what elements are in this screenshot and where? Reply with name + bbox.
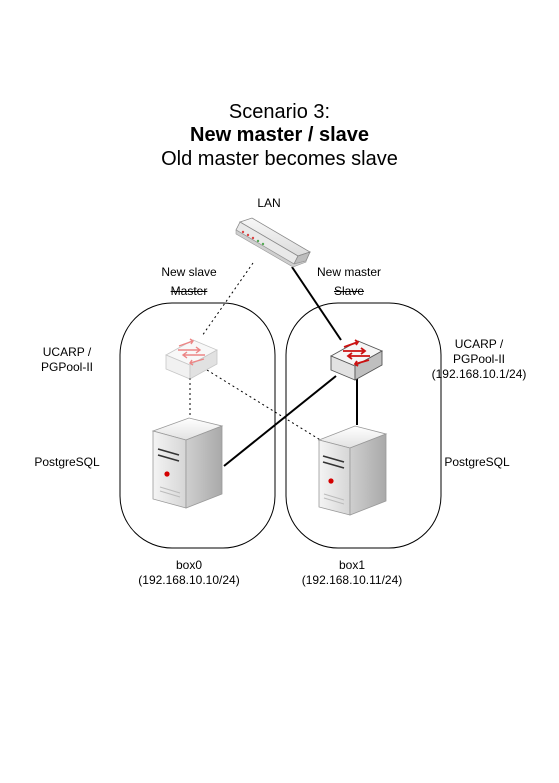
connections <box>189 262 358 467</box>
box0-old-role: Master <box>170 284 208 298</box>
box0-server-icon <box>151 417 224 509</box>
box1-enclosure <box>285 302 442 549</box>
lan-label: LAN <box>257 196 281 210</box>
connection-box1-switch-box0-server <box>223 375 337 467</box>
left-ucarp-line1: UCARP / <box>42 345 92 359</box>
box1-old-role: Slave <box>333 284 365 298</box>
lan-switch-icon <box>235 217 311 268</box>
box0-name: box0 <box>175 558 203 572</box>
box1-ip: (192.168.10.11/24) <box>301 573 403 587</box>
connection-lan-box1-switch <box>291 266 342 341</box>
left-ucarp-line2: PGPool-II <box>40 360 94 374</box>
scenario-subtitle: Old master becomes slave <box>161 148 398 170</box>
box1-new-role: New master <box>316 265 381 279</box>
box1-switch-icon <box>329 339 384 381</box>
scenario-title: Scenario 3: <box>228 101 331 123</box>
box1-name: box1 <box>338 558 366 572</box>
box0-switch-icon <box>165 338 218 380</box>
box0-new-role: New slave <box>161 265 217 279</box>
left-postgresql-label: PostgreSQL <box>34 455 100 469</box>
box0-ip: (192.168.10.10/24) <box>138 573 240 587</box>
right-postgresql-label: PostgreSQL <box>444 455 510 469</box>
left-ucarp-label: UCARP / PGPool-II <box>27 345 107 375</box>
right-ucarp-line2: PGPool-II <box>452 352 506 366</box>
right-ucarp-ip: (192.168.10.1/24) <box>431 367 527 381</box>
box1-server-icon <box>317 425 388 516</box>
right-ucarp-line1: UCARP / <box>454 337 504 351</box>
connection-box0-switch-box1-server <box>206 369 323 442</box>
scenario-heading: New master / slave <box>190 124 369 146</box>
right-ucarp-label: UCARP / PGPool-II (192.168.10.1/24) <box>424 337 534 382</box>
